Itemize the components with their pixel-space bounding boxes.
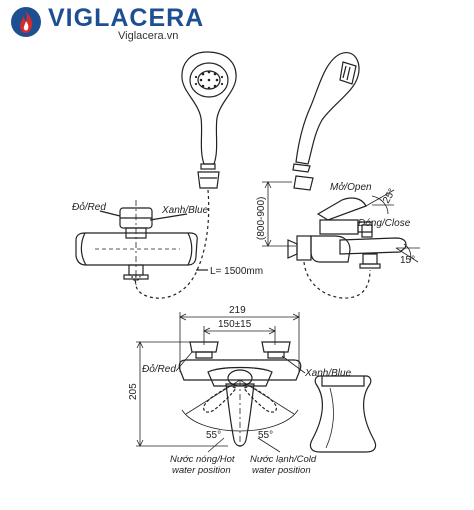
brand-header: VIGLACERA Viglacera.vn (0, 0, 474, 50)
label-blue-top: Xanh/Blue (161, 205, 209, 216)
hand-shower-front (181, 51, 237, 189)
label-hot-line2: water position (172, 465, 231, 476)
hose-side (303, 261, 371, 299)
label-hose-length: L= 1500mm (210, 266, 263, 277)
label-angle-left: 55° (206, 430, 221, 441)
dimension-width-centers: 150±15 (218, 319, 252, 330)
mixer-body-front (75, 200, 198, 285)
dimension-height-total: 205 (128, 383, 139, 400)
label-spout-angle: 15° (400, 255, 415, 266)
label-open: Mở/Open (330, 181, 372, 193)
label-red-top: Đỏ/Red (72, 201, 106, 213)
label-height-range: (800-900) (256, 197, 267, 240)
label-hot-line1: Nước nóng/Hot (170, 454, 235, 465)
flame-logo-icon (11, 7, 41, 37)
label-red-bottom: Đỏ/Red (142, 363, 176, 375)
spout-end-view (309, 375, 377, 453)
label-close: Đóng/Close (358, 218, 411, 229)
dimension-width-total: 219 (229, 305, 246, 316)
mixer-top-view (136, 312, 306, 453)
hose-front (134, 189, 210, 299)
label-angle-right: 55° (258, 430, 273, 441)
brand-name: VIGLACERA (48, 4, 205, 32)
hand-shower-side (292, 52, 360, 191)
label-cold-line1: Nước lạnh/Cold (250, 454, 317, 465)
label-cold-line2: water position (252, 465, 311, 476)
mixer-body-side (287, 197, 407, 269)
label-blue-bottom: Xanh/Blue (304, 368, 352, 379)
brand-website: Viglacera.vn (118, 30, 179, 42)
